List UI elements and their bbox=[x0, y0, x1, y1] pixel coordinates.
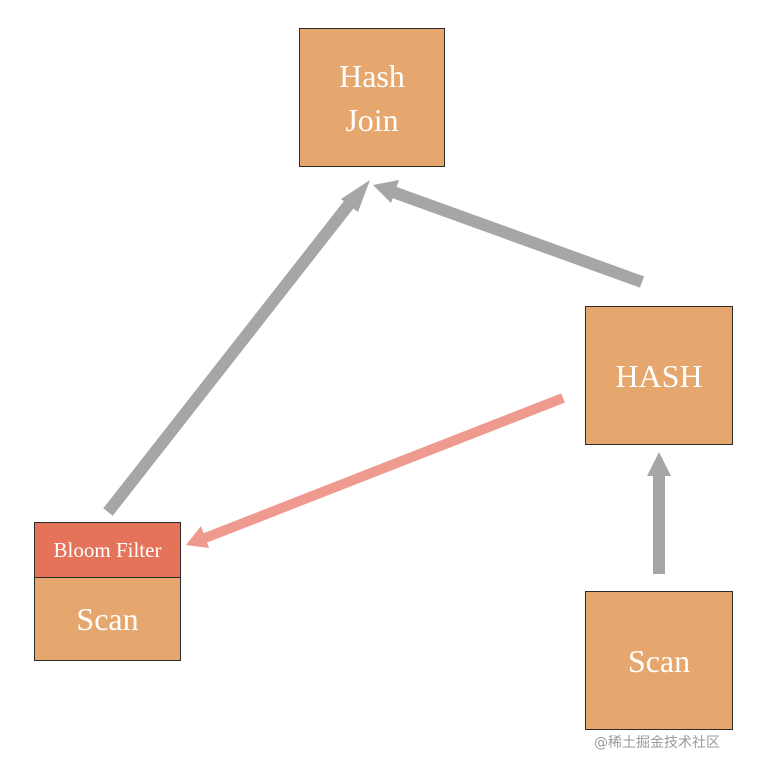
edge-scan-left-to-hash-join bbox=[103, 180, 370, 516]
edge-hash-to-hash-join bbox=[373, 180, 645, 288]
scan-left-block: Scan bbox=[35, 578, 180, 660]
bloom-filter-label: Bloom Filter bbox=[53, 537, 162, 562]
hash-node[interactable]: HASH bbox=[585, 306, 733, 445]
scan-left-label: Scan bbox=[76, 600, 139, 637]
scan-right-label: Scan bbox=[627, 642, 691, 679]
hash-join-node[interactable]: Hash Join bbox=[299, 28, 445, 167]
edge-scan-right-to-hash bbox=[647, 452, 671, 574]
hash-label: HASH bbox=[615, 357, 703, 394]
watermark: @稀土掘金技术社区 bbox=[594, 735, 720, 751]
bloom-filter-block: Bloom Filter bbox=[35, 523, 180, 578]
hash-join-label-line1: Hash bbox=[339, 57, 405, 94]
hash-join-label-line2: Join bbox=[345, 101, 399, 138]
edge-hash-to-bloom-filter bbox=[186, 393, 565, 548]
scan-left-node[interactable]: Bloom Filter Scan bbox=[34, 522, 181, 661]
scan-right-node[interactable]: Scan bbox=[585, 591, 733, 730]
